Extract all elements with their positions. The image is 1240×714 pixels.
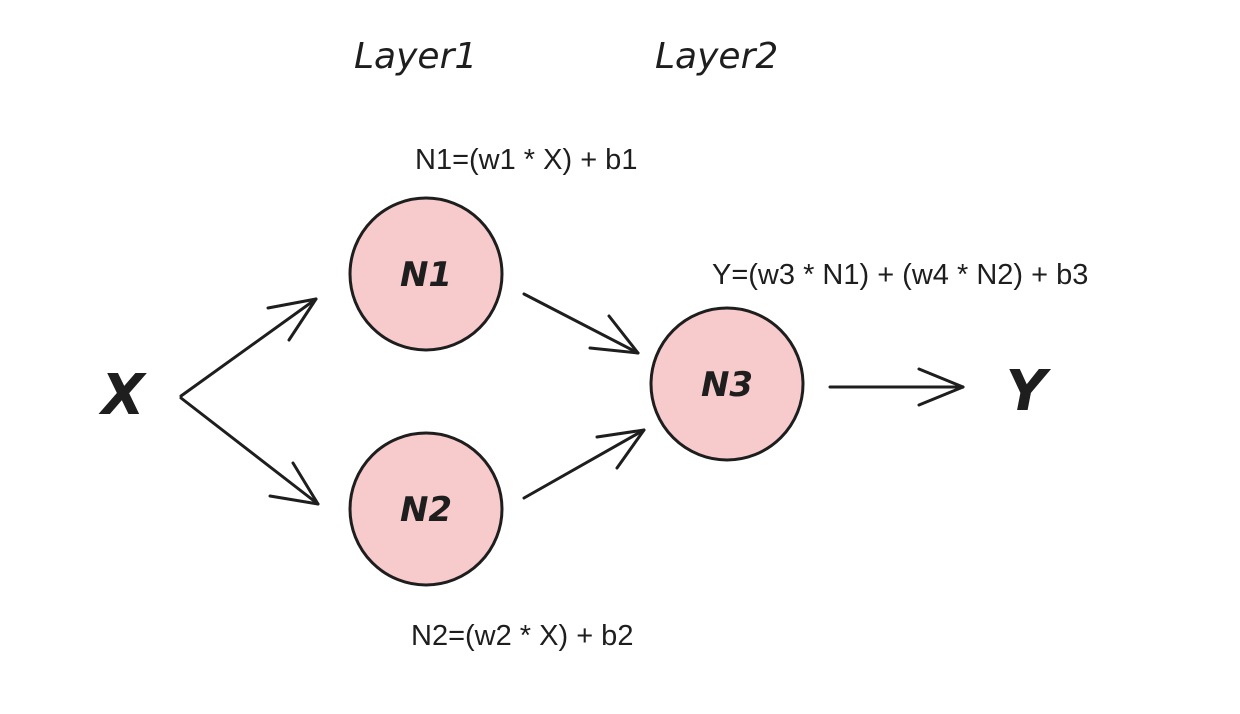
arrow-x-to-n2-head	[268, 461, 320, 506]
node-n3-circle	[649, 306, 805, 462]
node-n2-circle	[348, 431, 504, 587]
arrow-n3-to-y	[828, 367, 965, 407]
node-n3-label: N3	[701, 365, 753, 405]
arrow-n2-to-n3-shaft	[522, 428, 646, 500]
arrow-n1-to-n3-shaft	[522, 292, 640, 355]
arrow-x-to-n1	[179, 297, 318, 398]
node-n1: N1	[348, 196, 504, 352]
n1-formula: N1=(w1 * X) + b1	[415, 144, 637, 176]
arrow-n1-to-n3-head	[588, 314, 640, 355]
arrow-x-to-n2-shaft	[179, 396, 320, 506]
node-n2: N2	[348, 431, 504, 587]
y-formula: Y=(w3 * N1) + (w4 * N2) + b3	[712, 259, 1088, 291]
node-n1-label: N1	[400, 255, 452, 295]
n2-formula: N2=(w2 * X) + b2	[411, 620, 633, 652]
arrow-n3-to-y-head	[917, 367, 965, 407]
arrow-n1-to-n3	[522, 292, 640, 355]
arrow-n2-to-n3-head	[595, 428, 646, 470]
input-x-label: X	[98, 363, 147, 428]
arrow-x-to-n1-head	[266, 297, 318, 342]
node-n3: N3	[649, 306, 805, 462]
arrow-n2-to-n3	[522, 428, 646, 500]
node-n2-label: N2	[400, 490, 452, 530]
output-y-label: Y	[1006, 359, 1052, 424]
layer2-heading: Layer2	[655, 36, 778, 77]
node-n1-circle	[348, 196, 504, 352]
arrow-x-to-n2	[179, 396, 320, 506]
layer1-heading: Layer1	[354, 36, 477, 77]
arrow-x-to-n1-shaft	[179, 297, 318, 398]
